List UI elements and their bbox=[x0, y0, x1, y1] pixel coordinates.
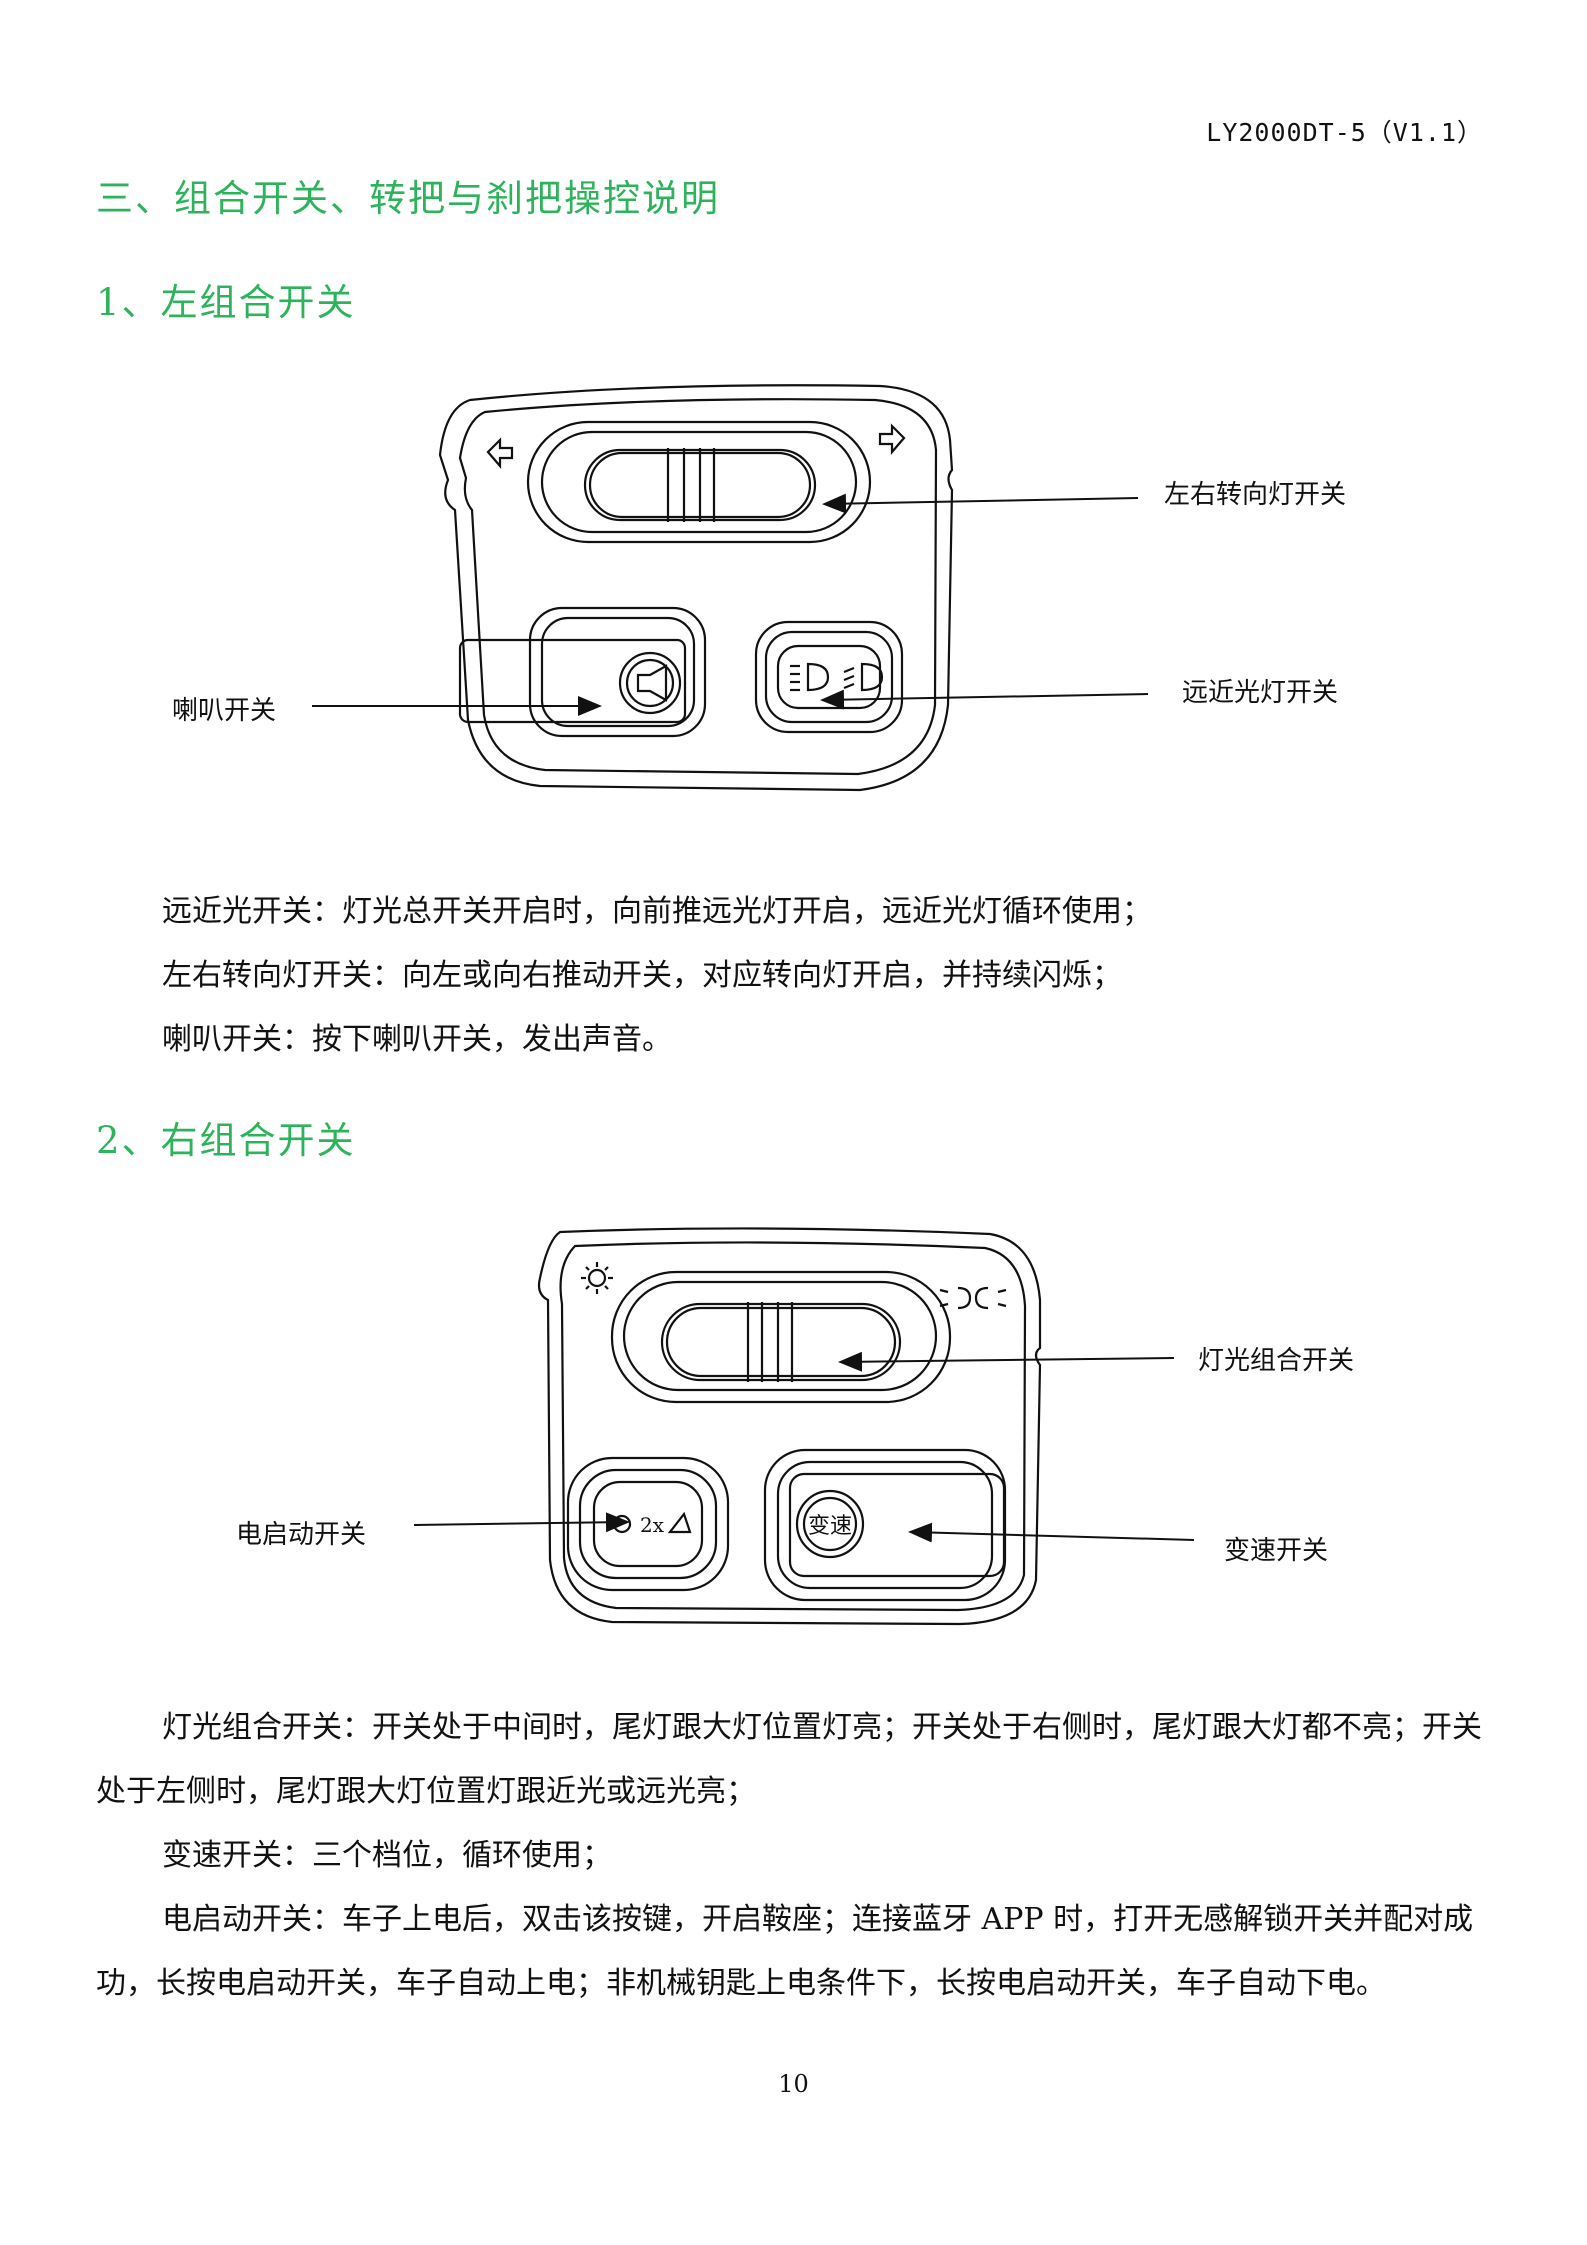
desc-light-combo: 灯光组合开关：开关处于中间时，尾灯跟大灯位置灯亮；开关处于右侧时，尾灯跟大灯都不… bbox=[96, 1710, 1482, 1809]
label-light-combo-switch: 灯光组合开关 bbox=[1198, 1345, 1355, 1375]
section-title: 三、组合开关、转把与刹把操控说明 bbox=[96, 177, 720, 220]
desc-horn: 喇叭开关：按下喇叭开关，发出声音。 bbox=[162, 1022, 672, 1057]
desc-turn-signal: 左右转向灯开关：向左或向右推动开关，对应转向灯开启，并持续闪烁； bbox=[162, 958, 1122, 993]
label-electric-start-switch: 电启动开关 bbox=[236, 1519, 367, 1549]
desc-high-low-beam: 远近光开关：灯光总开关开启时，向前推远光灯开启，远近光灯循环使用； bbox=[162, 894, 1152, 929]
desc-speed-change: 变速开关：三个档位，循环使用； bbox=[162, 1838, 612, 1873]
label-high-low-beam-switch: 远近光灯开关 bbox=[1182, 677, 1339, 707]
right-switch-heading: 2、右组合开关 bbox=[96, 1119, 356, 1162]
label-turn-signal-switch: 左右转向灯开关 bbox=[1164, 479, 1347, 509]
desc-electric-start: 电启动开关：车子上电后，双击该按键，开启鞍座；连接蓝牙 APP 时，打开无感解锁… bbox=[96, 1902, 1474, 2001]
left-switch-heading: 1、左组合开关 bbox=[96, 281, 356, 324]
right-switch-description: 灯光组合开关：开关处于中间时，尾灯跟大灯位置灯亮；开关处于右侧时，尾灯跟大灯都不… bbox=[96, 1696, 1496, 2016]
speed-button-text: 变速 bbox=[808, 1514, 852, 1539]
right-switch-figure: 2x 变速 bbox=[413, 1227, 1195, 1626]
label-horn-switch: 喇叭开关 bbox=[172, 695, 277, 725]
start-2x-text: 2x bbox=[640, 1513, 665, 1537]
left-switch-figure bbox=[312, 384, 1149, 792]
left-switch-description: 远近光开关：灯光总开关开启时，向前推远光灯开启，远近光灯循环使用； 左右转向灯开… bbox=[96, 880, 1496, 1072]
label-speed-change-switch: 变速开关 bbox=[1224, 1535, 1329, 1565]
page-number: 10 bbox=[778, 2070, 809, 2098]
document-code: LY2000DT-5（V1.1） bbox=[1206, 118, 1483, 147]
